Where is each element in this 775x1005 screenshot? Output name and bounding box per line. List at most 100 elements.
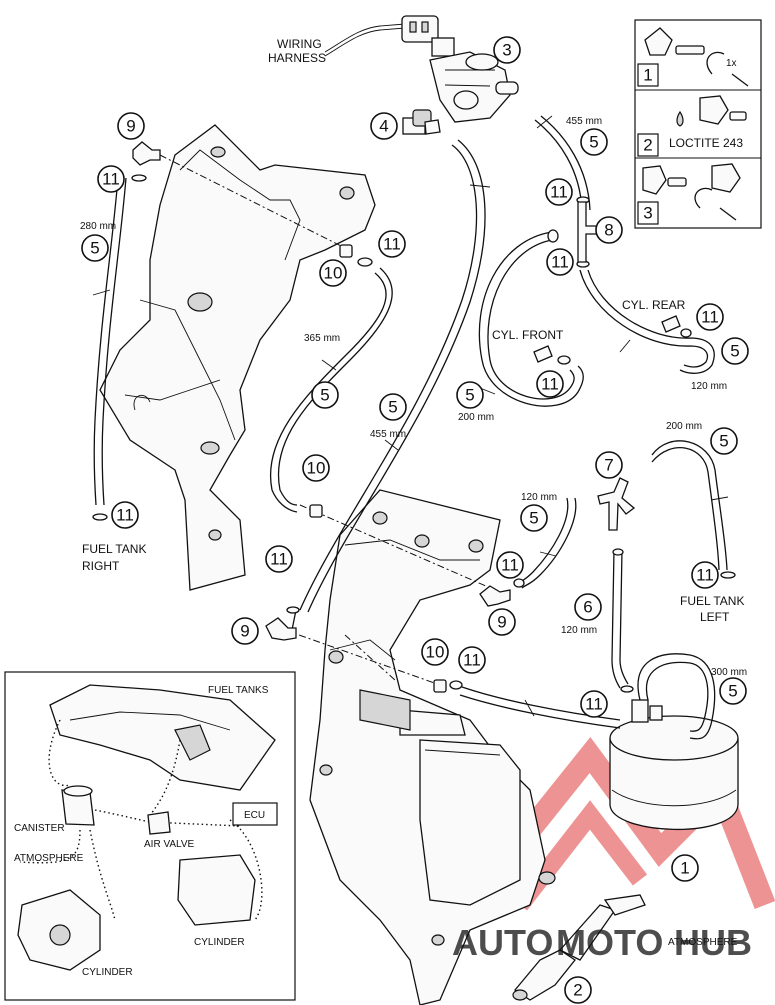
air-valve-part-3	[429, 51, 519, 123]
svg-text:4: 4	[379, 117, 388, 136]
schematic-inset: FUEL TANKS ECU CANISTER ATMOSPHERE AIR V…	[4, 671, 296, 1001]
svg-text:10: 10	[307, 459, 326, 478]
fuel-tank-left-label-2: LEFT	[700, 610, 730, 624]
callout-11-left-mid: 11	[265, 545, 293, 573]
callout-5-200-left: 5	[710, 427, 738, 455]
turn-count: 1x	[726, 58, 737, 69]
svg-text:5: 5	[529, 509, 538, 528]
svg-text:11: 11	[501, 556, 519, 575]
callout-11-bottom: 11	[458, 646, 486, 674]
wiring-harness	[324, 15, 455, 57]
inset-atmosphere-label: ATMOSPHERE	[14, 853, 84, 864]
callout-9-bottom-left: 9	[231, 617, 259, 645]
inset-canister-label: CANISTER	[14, 823, 65, 834]
svg-text:7: 7	[604, 456, 613, 475]
svg-text:11: 11	[116, 506, 134, 525]
watermark-moto: MOTO	[556, 922, 663, 963]
inset-fuel-tanks-label: FUEL TANKS	[208, 685, 269, 696]
callout-11-mid-right: 11	[496, 551, 524, 579]
svg-text:11: 11	[383, 235, 401, 254]
watermark-hub: HUB	[674, 922, 752, 963]
svg-text:2: 2	[573, 981, 582, 1000]
length-200-front: 200 mm	[458, 412, 494, 423]
wiring-harness-label-2: HARNESS	[268, 51, 326, 65]
callout-11-top-left: 11	[97, 165, 125, 193]
fuel-tank-right-panel	[99, 124, 376, 591]
assembly-lines	[159, 154, 496, 686]
fittings	[92, 141, 736, 693]
watermark-text: AUTO MOTO HUB	[452, 922, 752, 963]
inset-cylinder-label-left: CYLINDER	[82, 967, 133, 978]
inset-air-valve-label: AIR VALVE	[144, 839, 195, 850]
callout-8: 8	[595, 216, 623, 244]
rotate-arrow-icon-2	[694, 187, 713, 209]
svg-text:5: 5	[320, 386, 329, 405]
callout-9-top-left: 9	[117, 112, 145, 140]
length-365: 365 mm	[304, 333, 340, 344]
step-number-2: 2	[643, 136, 652, 155]
step-number-3: 3	[643, 204, 652, 223]
svg-text:11: 11	[585, 695, 603, 714]
svg-text:11: 11	[541, 375, 559, 394]
svg-text:9: 9	[126, 117, 135, 136]
length-300: 300 mm	[711, 667, 747, 678]
canister-part-1	[609, 699, 739, 831]
assembly-steps: 1 2 3 1x LOCTITE 243	[634, 19, 762, 229]
callout-5-365: 5	[311, 381, 339, 409]
svg-text:3: 3	[502, 41, 511, 60]
rotate-arrow-icon	[706, 51, 725, 75]
length-455-mid: 455 mm	[370, 429, 406, 440]
push-arrow-icon-2	[719, 207, 737, 221]
callout-5-280: 5	[81, 234, 109, 262]
callout-3: 3	[493, 36, 521, 64]
svg-text:10: 10	[426, 643, 445, 662]
svg-text:5: 5	[719, 432, 728, 451]
callout-10-mid: 10	[302, 454, 330, 482]
svg-text:8: 8	[604, 221, 613, 240]
callout-5-300: 5	[719, 677, 747, 705]
svg-text:11: 11	[463, 651, 481, 670]
callout-4: 4	[370, 112, 398, 140]
step-number-1: 1	[643, 66, 652, 85]
wiring-harness-label-1: WIRING	[277, 37, 322, 51]
callout-11-t-lower: 11	[546, 248, 574, 276]
callout-5-455-mid: 5	[379, 393, 407, 421]
svg-text:5: 5	[728, 682, 737, 701]
atmosphere-filter-part-2	[512, 894, 646, 1001]
svg-text:11: 11	[270, 550, 288, 569]
callout-11-rear: 11	[696, 303, 724, 331]
svg-text:11: 11	[696, 566, 714, 585]
callout-11-left-tank: 11	[691, 561, 719, 589]
svg-text:5: 5	[730, 342, 739, 361]
svg-text:5: 5	[465, 386, 474, 405]
callout-10-top: 10	[319, 259, 347, 287]
length-120-rear: 120 mm	[691, 381, 727, 392]
callout-1: 1	[671, 854, 699, 882]
part-4-fitting	[402, 109, 441, 135]
svg-text:11: 11	[550, 183, 568, 202]
svg-text:5: 5	[589, 133, 598, 152]
cyl-front-label: CYL. FRONT	[492, 328, 564, 342]
cyl-rear-label: CYL. REAR	[622, 298, 686, 312]
svg-text:10: 10	[324, 264, 343, 283]
svg-text:9: 9	[497, 613, 506, 632]
svg-text:11: 11	[551, 253, 569, 272]
inset-cylinder-label-right: CYLINDER	[194, 937, 245, 948]
labels: WIRING HARNESS CYL. FRONT CYL. REAR FUEL…	[80, 37, 747, 948]
callout-11-front: 11	[536, 370, 564, 398]
callout-7: 7	[595, 451, 623, 479]
length-120-mid: 120 mm	[521, 492, 557, 503]
watermark-auto: AUTO	[452, 922, 553, 963]
callout-11-center: 11	[378, 230, 406, 258]
length-455-top: 455 mm	[566, 116, 602, 127]
length-280: 280 mm	[80, 221, 116, 232]
fuel-tank-left-label-1: FUEL TANK	[680, 594, 744, 608]
callouts: 3 4 9 11 5 5 11 8 11 11 10 11 5 11 5 5 5…	[81, 36, 749, 1004]
drop-icon	[676, 110, 684, 127]
callout-5-120-mid: 5	[520, 504, 548, 532]
loctite-label: LOCTITE 243	[669, 136, 743, 150]
callout-9-mid: 9	[488, 608, 516, 636]
svg-text:9: 9	[240, 622, 249, 641]
fuel-tank-left-panel	[309, 489, 556, 1005]
